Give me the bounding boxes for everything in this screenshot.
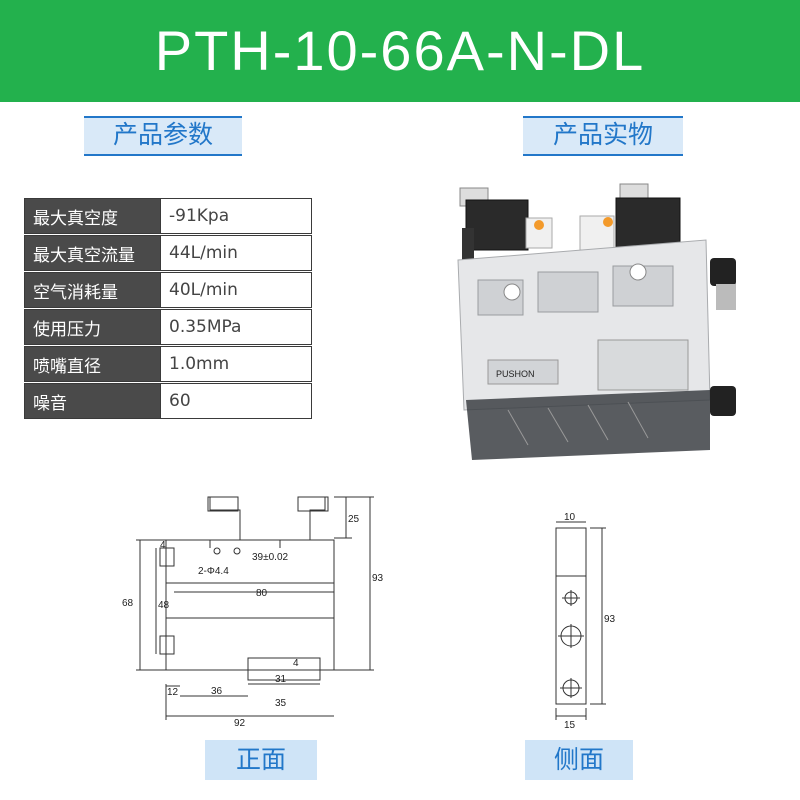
param-value: 40L/min: [160, 272, 312, 308]
params-section-label: 产品参数: [84, 116, 242, 156]
side-dim-10: 10: [564, 512, 576, 523]
dim-4-bottom: 4: [293, 658, 299, 669]
dim-35: 35: [275, 698, 287, 709]
dim-48: 48: [158, 600, 170, 611]
dim-68: 68: [122, 598, 134, 609]
dim-39: 39±0.02: [252, 552, 289, 563]
dim-80: 80: [256, 588, 268, 599]
dim-92: 92: [234, 718, 246, 728]
product-photo: PUSHON: [457, 183, 736, 460]
dim-36: 36: [211, 686, 223, 697]
param-value: 44L/min: [160, 235, 312, 271]
photo-marking: PUSHON: [496, 369, 535, 379]
dim-31: 31: [275, 674, 287, 685]
param-name: 最大真空度: [24, 198, 161, 234]
param-value: 1.0mm: [160, 346, 312, 382]
param-name: 喷嘴直径: [24, 346, 161, 382]
param-name: 空气消耗量: [24, 272, 161, 308]
dim-hole: 2-Φ4.4: [198, 566, 229, 577]
side-view-drawing: 10 93 15: [555, 512, 616, 730]
side-view-label: 侧面: [525, 740, 633, 780]
dim-25: 25: [348, 514, 360, 525]
param-value: 60: [160, 383, 312, 419]
param-name: 最大真空流量: [24, 235, 161, 271]
dim-12: 12: [167, 687, 179, 698]
param-name: 噪音: [24, 383, 161, 419]
product-title: PTH-10-66A-N-DL: [154, 19, 646, 82]
dim-93: 93: [372, 573, 384, 584]
param-row: 最大真空度-91Kpa: [24, 198, 312, 234]
param-value: -91Kpa: [160, 198, 312, 234]
side-dim-93: 93: [604, 614, 616, 625]
param-name: 使用压力: [24, 309, 161, 345]
dim-4-top: 4: [160, 540, 166, 551]
title-banner: PTH-10-66A-N-DL: [0, 0, 800, 102]
side-dim-15: 15: [564, 720, 576, 730]
front-view-label: 正面: [205, 740, 317, 780]
front-view-drawing: 25 93 4 39±0.02 2-Φ4.4 68 48 80 4 31 12 …: [122, 496, 384, 728]
photo-section-label: 产品实物: [523, 116, 683, 156]
param-value: 0.35MPa: [160, 309, 312, 345]
